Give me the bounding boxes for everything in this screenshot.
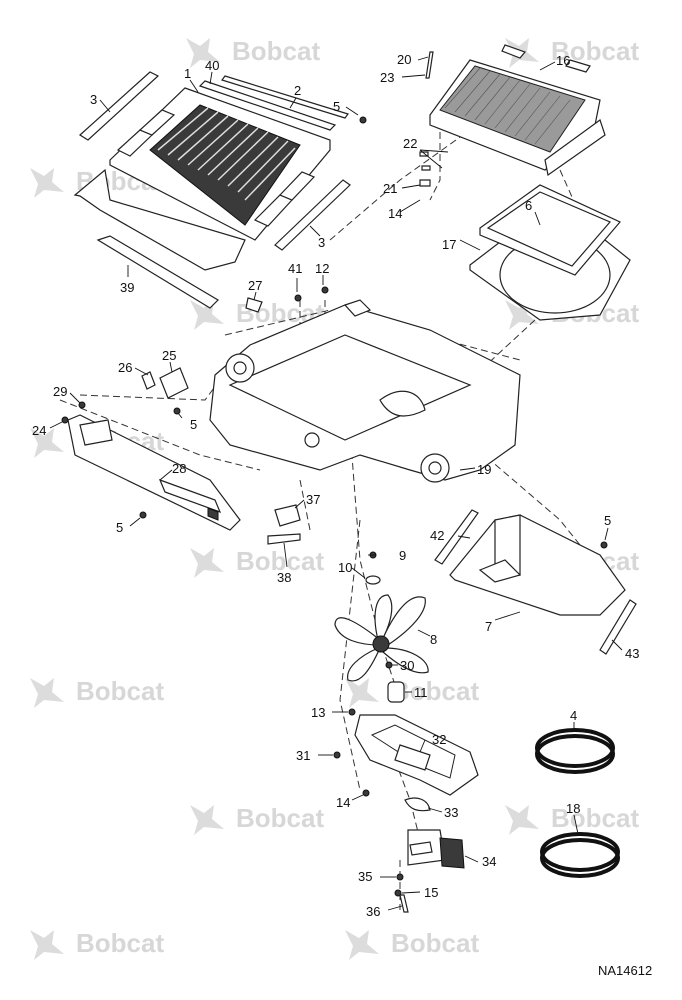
hose-coils [535, 728, 620, 878]
callout-labels: 1 2 3 3 4 5 5 5 5 6 7 8 9 10 11 12 13 14… [32, 52, 639, 919]
watermark-text: Bobcat [391, 928, 479, 958]
air-duct [434, 509, 637, 655]
small-brackets [141, 297, 301, 545]
callout-5c: 5 [116, 520, 123, 535]
cooling-fan [334, 575, 429, 703]
callout-27: 27 [248, 278, 262, 293]
callout-28: 28 [172, 461, 186, 476]
callout-12: 12 [315, 261, 329, 276]
callout-20: 20 [397, 52, 411, 67]
callout-39: 39 [120, 280, 134, 295]
fan-motor [404, 797, 465, 869]
watermark-text: Bobcat [236, 546, 324, 576]
callout-3a: 3 [90, 92, 97, 107]
watermark-14: Bobcat [30, 928, 164, 960]
callout-11: 11 [414, 685, 428, 700]
callout-29: 29 [53, 384, 67, 399]
leader-lines [49, 56, 623, 911]
grille-slats [149, 104, 301, 226]
callout-14b: 14 [336, 795, 350, 810]
callout-13: 13 [311, 705, 325, 720]
callout-41: 41 [288, 261, 302, 276]
callout-8: 8 [430, 632, 437, 647]
callout-26: 26 [118, 360, 132, 375]
callout-43: 43 [625, 646, 639, 661]
callout-5a: 5 [333, 99, 340, 114]
radiator-cooler [429, 44, 606, 177]
callout-9: 9 [399, 548, 406, 563]
callout-22: 22 [403, 136, 417, 151]
callout-38: 38 [277, 570, 291, 585]
watermark-8: Bobcat [190, 546, 324, 578]
callout-36: 36 [366, 904, 380, 919]
callout-24: 24 [32, 423, 46, 438]
callout-10: 10 [338, 560, 352, 575]
lower-panel [73, 168, 246, 309]
watermark-text: Bobcat [76, 676, 164, 706]
top-cover-grille [109, 87, 331, 241]
callout-1: 1 [184, 66, 191, 81]
callout-31: 31 [296, 748, 310, 763]
callout-33: 33 [444, 805, 458, 820]
callout-2: 2 [294, 83, 301, 98]
callout-16: 16 [556, 53, 570, 68]
watermark-text: Bobcat [551, 36, 639, 66]
main-frame [209, 299, 521, 483]
callout-35: 35 [358, 869, 372, 884]
watermark-text: Bobcat [551, 803, 639, 833]
callout-15: 15 [424, 885, 438, 900]
callout-5d: 5 [604, 513, 611, 528]
watermark-text: Bobcat [236, 803, 324, 833]
watermark-1: Bobcat [186, 36, 320, 68]
callout-3b: 3 [318, 235, 325, 250]
callout-23: 23 [380, 70, 394, 85]
callout-6: 6 [525, 198, 532, 213]
seal-strips [79, 71, 351, 251]
watermark-12: Bobcat [190, 803, 324, 835]
callout-7: 7 [485, 619, 492, 634]
watermark-10: Bobcat [30, 676, 164, 708]
callout-17: 17 [442, 237, 456, 252]
watermark-text: Bobcat [391, 676, 479, 706]
watermark-text: Bobcat [232, 36, 320, 66]
callout-32: 32 [432, 732, 446, 747]
callout-14a: 14 [388, 206, 402, 221]
watermark-13: Bobcat [505, 803, 639, 835]
callout-34: 34 [482, 854, 496, 869]
callout-25: 25 [162, 348, 176, 363]
callout-42: 42 [430, 528, 444, 543]
callout-4: 4 [570, 708, 577, 723]
callout-30: 30 [400, 658, 414, 673]
callout-37: 37 [306, 492, 320, 507]
watermark-text: Bobcat [76, 928, 164, 958]
watermark-11: Bobcat [345, 676, 479, 708]
callout-19: 19 [477, 462, 491, 477]
callout-18: 18 [566, 801, 580, 816]
drawing-code: NA14612 [598, 963, 652, 978]
callout-5b: 5 [190, 417, 197, 432]
fan-shroud [469, 184, 631, 321]
callout-21: 21 [383, 181, 397, 196]
side-bracket [67, 414, 241, 531]
motor-mount [354, 714, 479, 796]
callout-40: 40 [205, 58, 219, 73]
watermark-15: Bobcat [345, 928, 479, 960]
